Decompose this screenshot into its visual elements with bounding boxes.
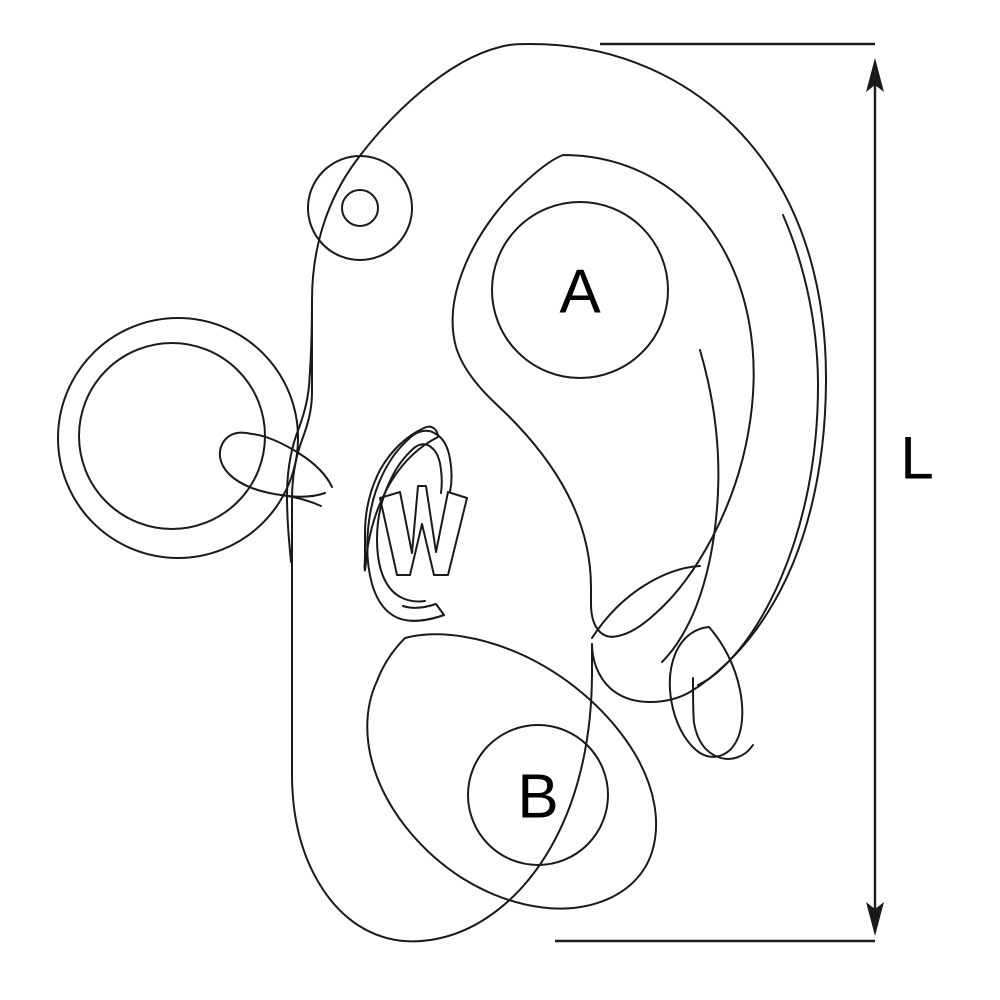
pivot-boss-inner-circle: [341, 189, 379, 227]
logo-leaf-top-inner: [413, 443, 443, 494]
dim-arrowhead-top: [866, 58, 884, 92]
gate-seat-notch: [591, 565, 701, 639]
hole-b-label: B: [517, 763, 558, 832]
hole-a-label: A: [559, 258, 601, 327]
inner-opening-upper: [451, 154, 755, 638]
gate-tip-lens: [668, 626, 744, 758]
gate-inner-arc: [661, 349, 720, 663]
gate-outer-arc: [697, 214, 819, 686]
dimension-l: [555, 42, 884, 943]
hole-b-circle: [467, 724, 609, 866]
shackle-pin-lower: [251, 433, 333, 488]
logo-leaf-top: [411, 429, 453, 493]
logo-leaf-outer: [363, 425, 439, 572]
split-ring-inner-circle: [78, 342, 266, 530]
hole-a-circle: [491, 201, 669, 379]
shackle-pin-upper: [218, 431, 326, 498]
logo-leaf-arc-inner: [376, 447, 426, 603]
body-left-waist: [286, 299, 313, 563]
dimension-l-label: L: [900, 425, 933, 492]
brand-logo: [363, 425, 468, 622]
split-ring-outer-circle: [57, 317, 299, 559]
body-outline: [291, 43, 827, 943]
dim-arrowhead-bottom: [866, 902, 884, 936]
logo-leaf-bottom: [397, 603, 445, 622]
inner-opening-lower: [366, 633, 658, 910]
logo-w-glyph: [379, 485, 468, 576]
gate-latch-tip: [692, 677, 754, 760]
pivot-boss-outer-circle: [307, 155, 413, 261]
shackle-pin-tail: [280, 494, 322, 507]
